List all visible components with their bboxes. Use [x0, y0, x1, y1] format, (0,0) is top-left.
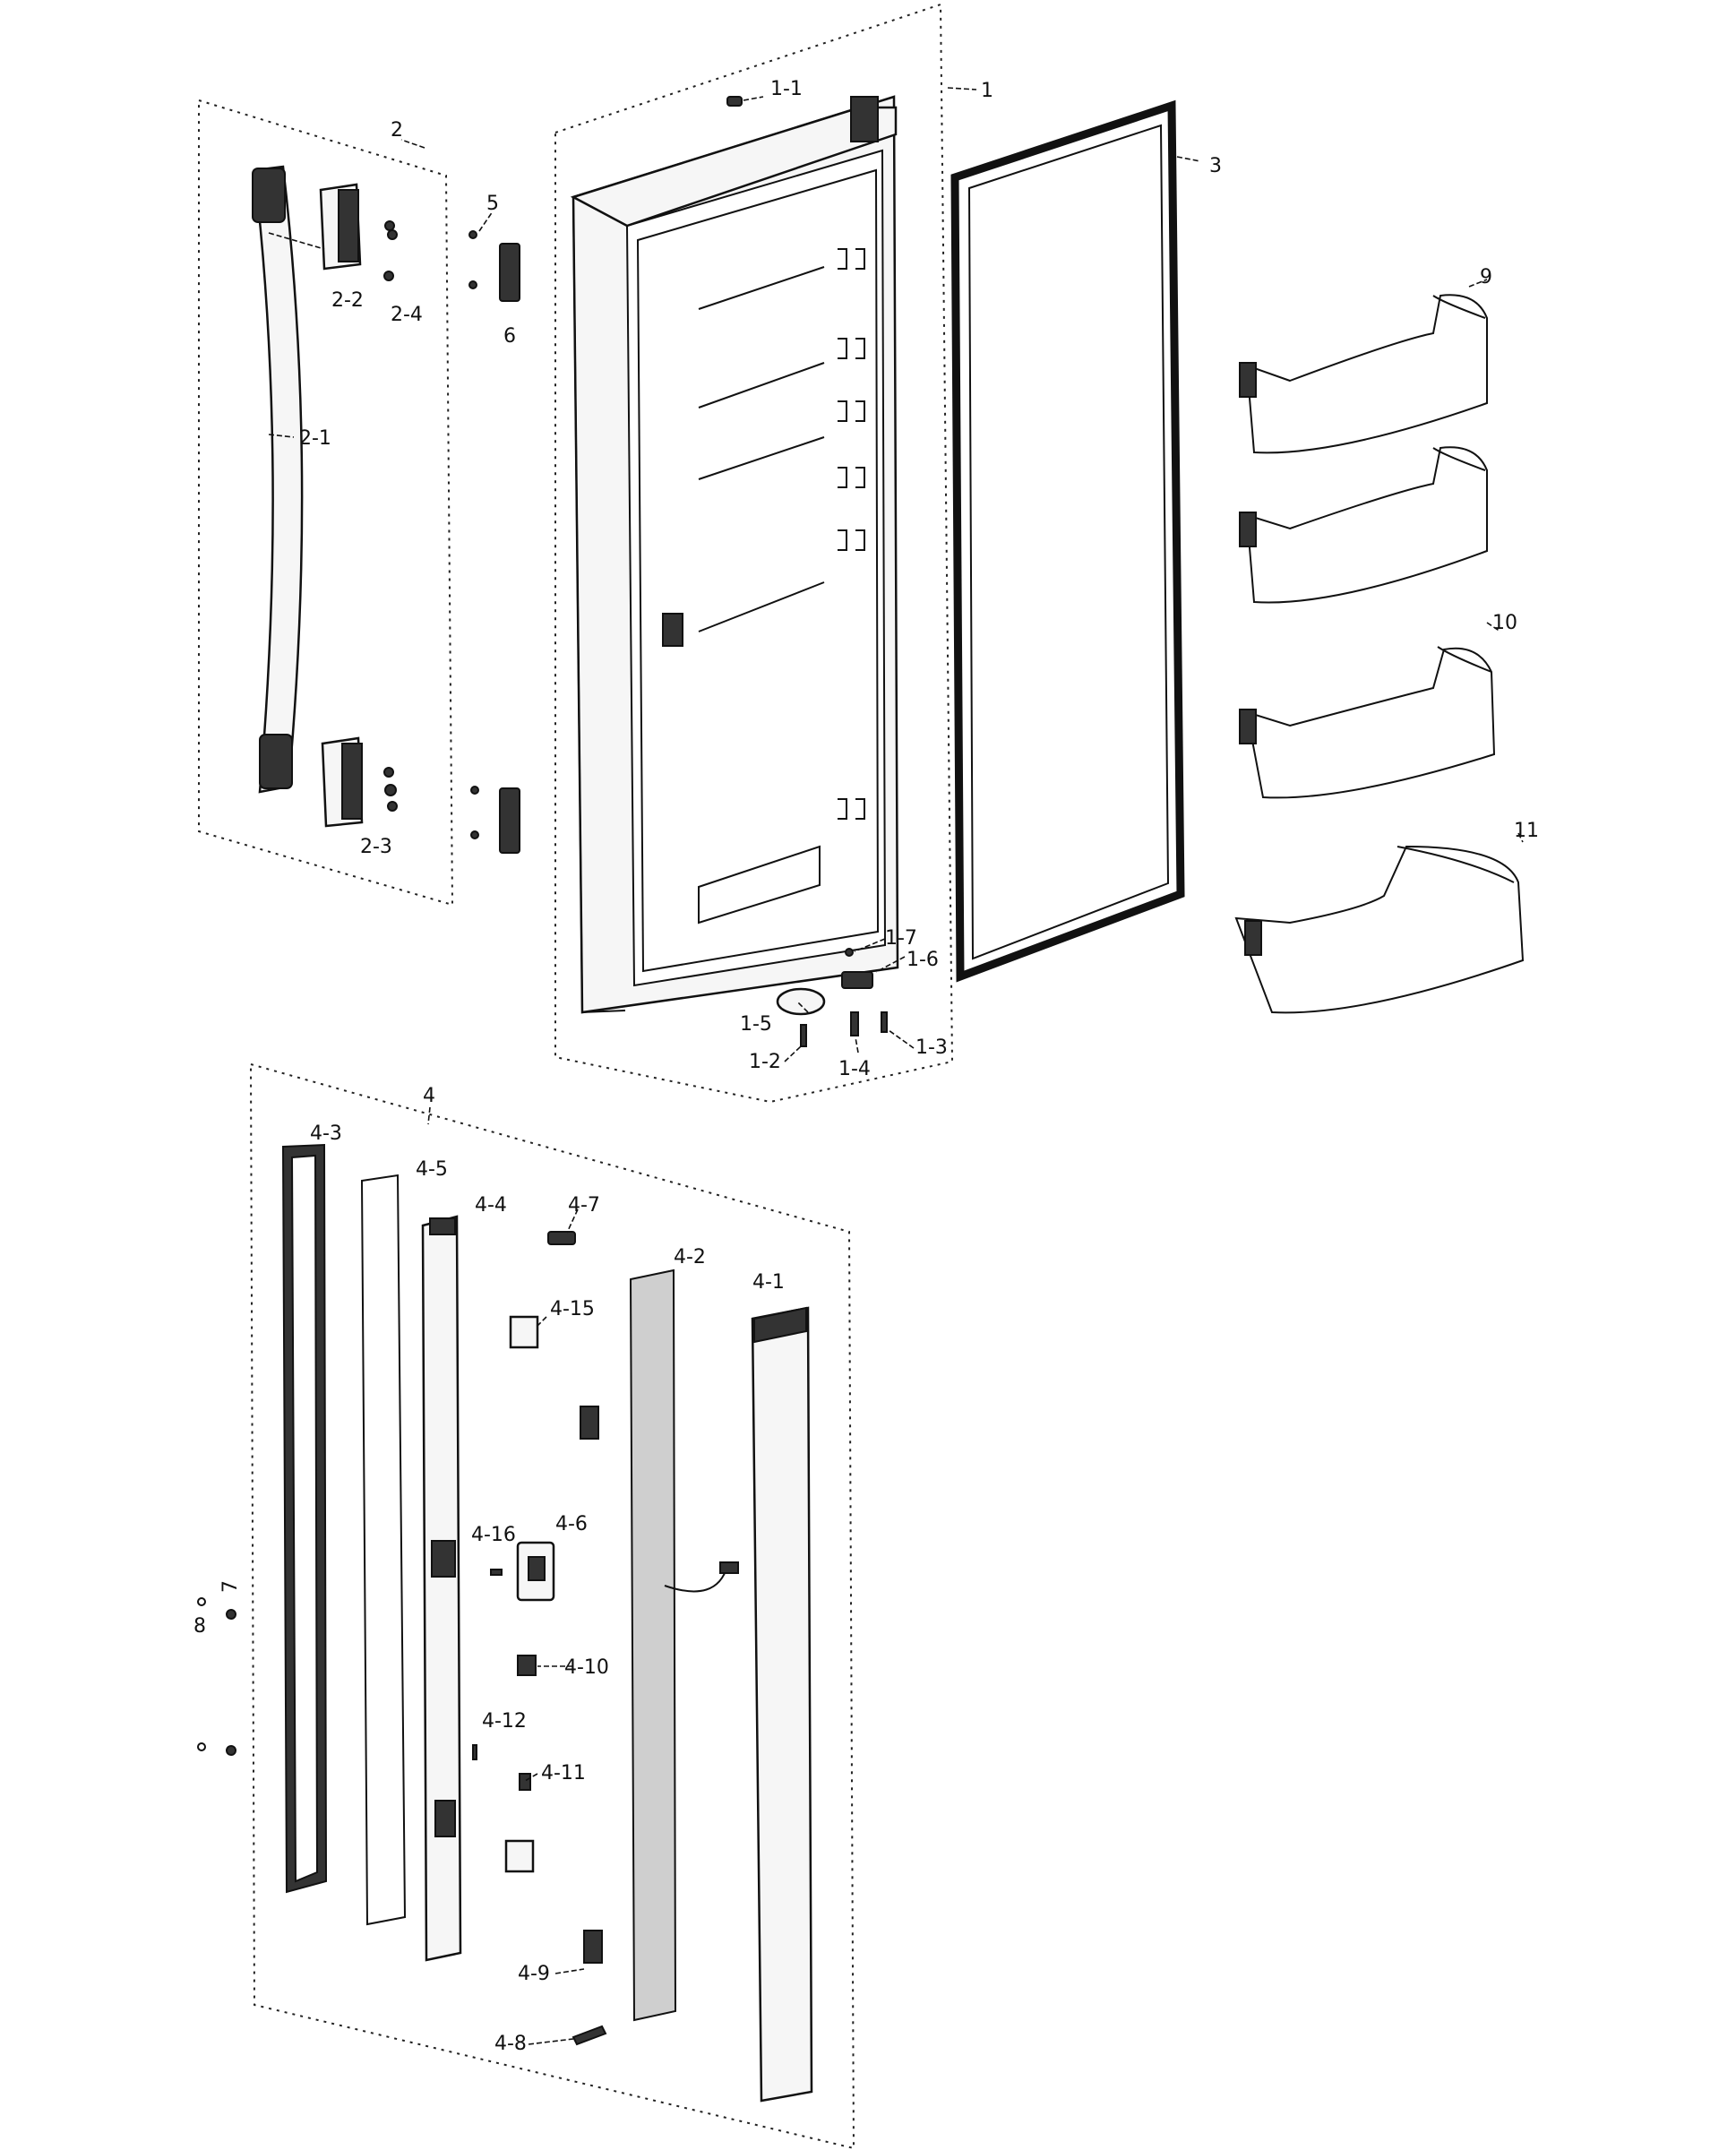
part-1-2 — [800, 1024, 807, 1047]
label-4-3: 4-3 — [310, 1122, 342, 1145]
part-4-5-film — [360, 1174, 407, 1926]
gasket-outer — [950, 99, 1185, 983]
label-4-6: 4-6 — [555, 1513, 588, 1535]
label-2-2: 2-2 — [331, 289, 364, 312]
handle-holder-bottom-face — [341, 743, 363, 820]
part-4-16 — [490, 1569, 503, 1576]
door-hinge-top — [850, 96, 879, 142]
label-1-5: 1-5 — [740, 1013, 772, 1036]
part-4-1-cap-decor — [751, 1306, 813, 2103]
bin-11 — [1234, 845, 1525, 1014]
handle-holder-top-face — [338, 189, 359, 262]
part-1-1 — [726, 96, 743, 107]
trim-assembly — [197, 1143, 813, 2103]
label-4-7: 4-7 — [568, 1194, 600, 1217]
screw-2-3c — [387, 801, 398, 812]
label-6: 6 — [503, 325, 516, 348]
label-2-4: 2-4 — [391, 304, 423, 326]
part-1-3 — [881, 1011, 888, 1033]
part-1-6 — [841, 971, 873, 989]
door-bottom-tray — [698, 845, 821, 924]
screw-2-4c — [383, 271, 394, 281]
door-body — [570, 95, 899, 1014]
label-1: 1 — [981, 80, 993, 102]
hinge-bracket-lower — [499, 787, 520, 854]
label-4-10: 4-10 — [564, 1656, 609, 1679]
part-1-5 — [776, 987, 826, 1016]
door-top-cap — [570, 106, 898, 228]
label-3: 3 — [1209, 155, 1222, 177]
label-4-11: 4-11 — [541, 1762, 586, 1784]
part-4-11 — [519, 1773, 531, 1791]
label-1-7: 1-7 — [885, 927, 917, 950]
label-1-3: 1-3 — [915, 1036, 948, 1059]
label-5: 5 — [486, 193, 499, 215]
label-1-4: 1-4 — [838, 1058, 871, 1080]
bin-10 — [1245, 647, 1496, 799]
label-4: 4 — [423, 1085, 435, 1107]
door-inner-liner — [625, 149, 887, 987]
part-4-12 — [472, 1744, 477, 1760]
group-1-outline — [554, 3, 954, 1104]
handle-cap-top — [252, 168, 286, 223]
group-4-outline — [249, 1062, 855, 2150]
door-outer-edge — [572, 196, 626, 1014]
label-4-12: 4-12 — [482, 1710, 527, 1733]
door-gasket — [950, 99, 1201, 983]
part-4-10 — [517, 1655, 537, 1676]
label-1-2: 1-2 — [749, 1051, 781, 1073]
gasket-inner — [967, 124, 1170, 960]
door-bins — [1234, 294, 1525, 1014]
screw-2-3a — [383, 767, 394, 778]
label-11: 11 — [1514, 820, 1539, 842]
part-4-15 — [509, 1315, 539, 1349]
part-1-7 — [845, 948, 854, 957]
label-9: 9 — [1480, 266, 1492, 288]
part-4-15-b — [580, 1406, 599, 1440]
part-4-4-channel — [421, 1215, 462, 1962]
part-8 — [197, 1597, 206, 1606]
screw-2-4b — [387, 229, 398, 240]
label-4-2: 4-2 — [674, 1246, 706, 1268]
label-2: 2 — [391, 119, 403, 142]
label-4-4: 4-4 — [475, 1194, 507, 1217]
label-4-5: 4-5 — [416, 1158, 448, 1181]
part-4-9 — [583, 1930, 603, 1964]
label-4-15: 4-15 — [550, 1298, 595, 1320]
label-4-8: 4-8 — [494, 2033, 527, 2055]
label-4-9: 4-9 — [518, 1963, 550, 1985]
part-4-2-heater-strip — [629, 1268, 677, 2022]
part-4-7 — [547, 1231, 576, 1245]
handle-assembly — [252, 165, 398, 828]
label-7: 7 — [219, 1580, 242, 1593]
screw-2-3b — [384, 784, 397, 796]
label-2-1: 2-1 — [299, 427, 331, 450]
door-inner-liner-edge — [636, 168, 880, 973]
part-1-4 — [850, 1011, 859, 1036]
label-4-16: 4-16 — [471, 1524, 516, 1546]
leader-lines — [400, 87, 1524, 2045]
label-1-1: 1-1 — [770, 78, 803, 100]
shelf-clips — [838, 248, 865, 820]
part-4-8 — [572, 2025, 607, 2046]
label-10: 10 — [1492, 612, 1517, 634]
door-hardware — [726, 96, 888, 1047]
label-4-1: 4-1 — [752, 1271, 785, 1294]
callout-labels: 1-1 1 2 3 5 2-2 2-4 6 9 2-1 10 11 2-3 1-… — [193, 78, 1539, 2055]
label-1-6: 1-6 — [907, 949, 939, 971]
hinge-brackets — [468, 211, 520, 854]
screw-2-4a — [384, 220, 395, 231]
handle-bar — [253, 165, 304, 794]
part-7 — [226, 1609, 236, 1620]
handle-cap-bottom — [259, 734, 293, 789]
bin-9a — [1245, 294, 1488, 454]
bin-9b — [1245, 446, 1488, 604]
label-8: 8 — [193, 1615, 206, 1638]
hinge-bracket-upper — [499, 243, 520, 302]
label-2-3: 2-3 — [360, 836, 392, 858]
part-4-15-c — [504, 1839, 535, 1873]
